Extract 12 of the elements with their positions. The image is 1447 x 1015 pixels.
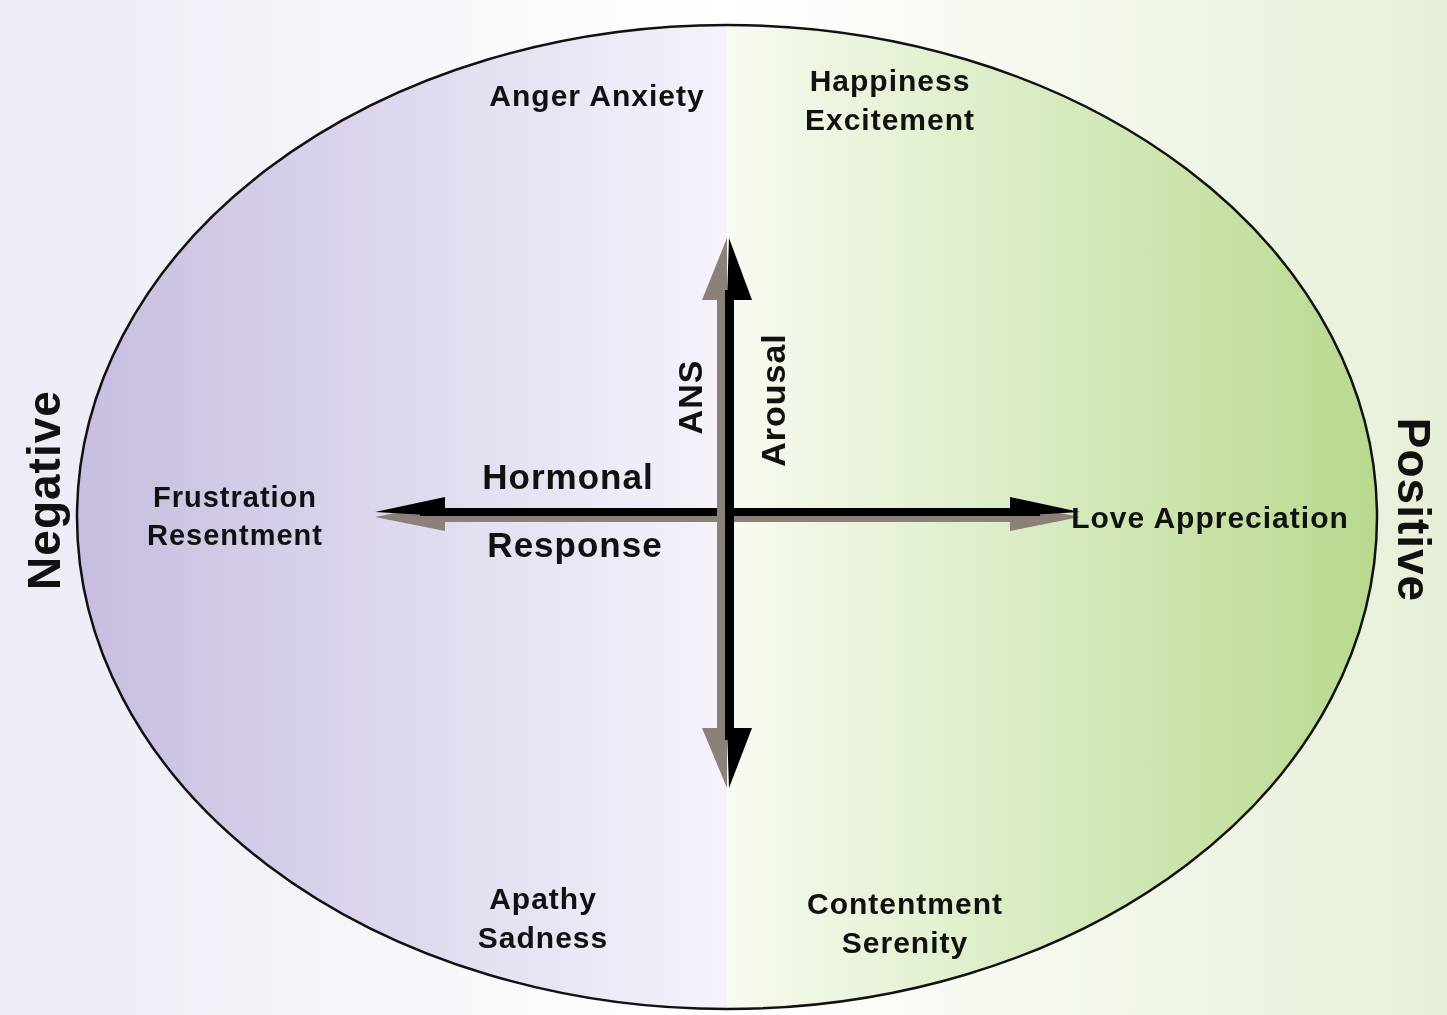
axis-label: Arousal — [752, 333, 793, 467]
emotion-label: Love Appreciation — [1070, 499, 1350, 536]
emotion-label: Frustration Resentment — [146, 480, 324, 553]
axis-label: Positive — [1386, 417, 1441, 603]
emotion-label: Apathy Sadness — [476, 881, 610, 956]
emotion-label: Contentment Serenity — [806, 886, 1004, 961]
emotion-label: Anger Anxiety — [488, 77, 706, 114]
axis-label: Response — [487, 524, 663, 567]
axis-label: Hormonal — [482, 456, 654, 499]
axis-label: Negative — [17, 390, 72, 590]
axis-label: ANS — [669, 359, 710, 435]
emotion-label: Happiness Excitement — [803, 63, 977, 138]
